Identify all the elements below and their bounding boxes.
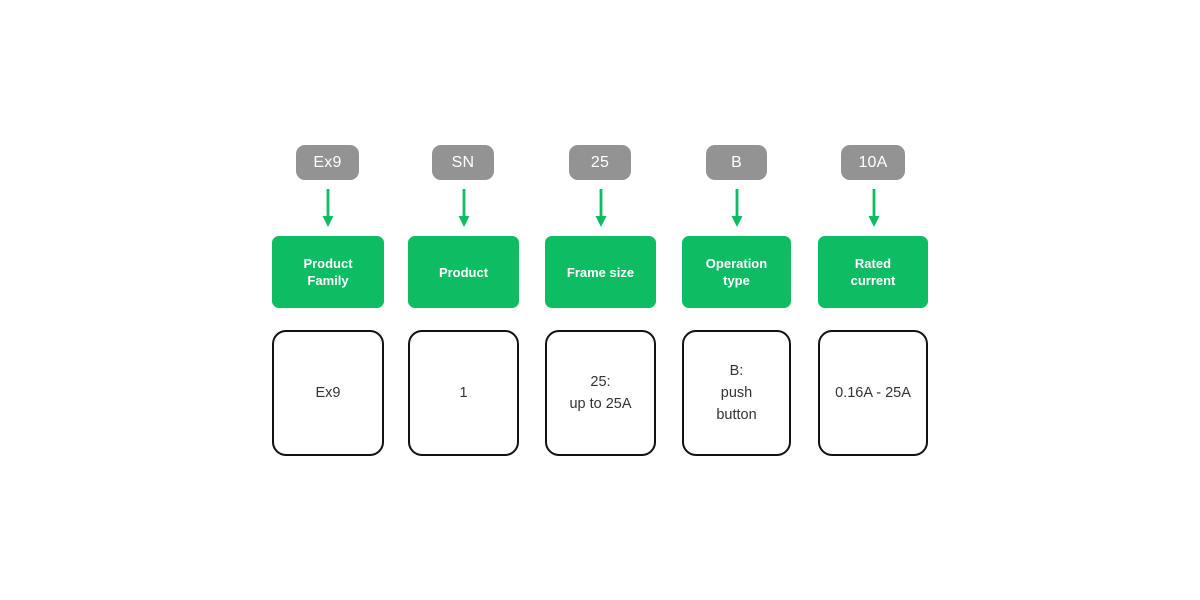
category-label-product: Product [408, 236, 519, 308]
value-box-frame-size: 25: up to 25A [545, 330, 656, 456]
code-badge-product[interactable]: SN [432, 145, 494, 180]
category-label-text: Frame size [567, 264, 634, 281]
category-label-rated-current: Rated current [818, 236, 928, 308]
category-label-line: current [850, 273, 896, 288]
value-box-operation-type: B: push button [682, 330, 791, 456]
value-box-line: Ex9 [315, 385, 341, 401]
value-box-line: B: [729, 363, 744, 379]
category-label-text: Operation type [706, 255, 767, 289]
category-label-line: Product [438, 264, 489, 280]
down-arrow-icon-rated-current [867, 189, 881, 229]
value-box-product-family: Ex9 [272, 330, 384, 456]
code-badge-operation-type[interactable]: B [706, 145, 767, 180]
value-box-text: 0.16A - 25A [835, 382, 911, 404]
category-label-operation-type: Operation type [682, 236, 791, 308]
value-box-rated-current: 0.16A - 25A [818, 330, 928, 456]
value-box-product: 1 [408, 330, 519, 456]
value-box-line: 0.16A - 25A [835, 385, 911, 401]
value-box-line: up to 25A [569, 396, 632, 412]
code-badge-product-family[interactable]: Ex9 [296, 145, 359, 180]
value-box-text: 1 [459, 382, 467, 404]
value-box-text: Ex9 [316, 382, 341, 404]
category-label-line: Family [307, 273, 349, 288]
code-badge-frame-size[interactable]: 25 [569, 145, 631, 180]
category-label-line: Frame size [566, 264, 635, 280]
category-label-line: Product [303, 256, 353, 271]
category-label-line: Rated [854, 256, 892, 271]
down-arrow-icon-product-family [321, 189, 335, 229]
value-box-line: 1 [459, 385, 468, 401]
category-label-text: Product [439, 264, 488, 281]
category-label-text: Rated current [851, 255, 896, 289]
value-box-line: 25: [590, 374, 611, 390]
down-arrow-icon-product [457, 189, 471, 229]
value-box-text: B: push button [716, 360, 756, 426]
value-box-line: button [716, 407, 757, 423]
down-arrow-icon-frame-size [594, 189, 608, 229]
value-box-line: push [720, 385, 753, 401]
category-label-line: Operation [705, 256, 768, 271]
code-badge-rated-current[interactable]: 10A [841, 145, 905, 180]
value-box-text: 25: up to 25A [569, 371, 631, 415]
category-label-line: type [723, 273, 750, 288]
down-arrow-icon-operation-type [730, 189, 744, 229]
category-label-frame-size: Frame size [545, 236, 656, 308]
